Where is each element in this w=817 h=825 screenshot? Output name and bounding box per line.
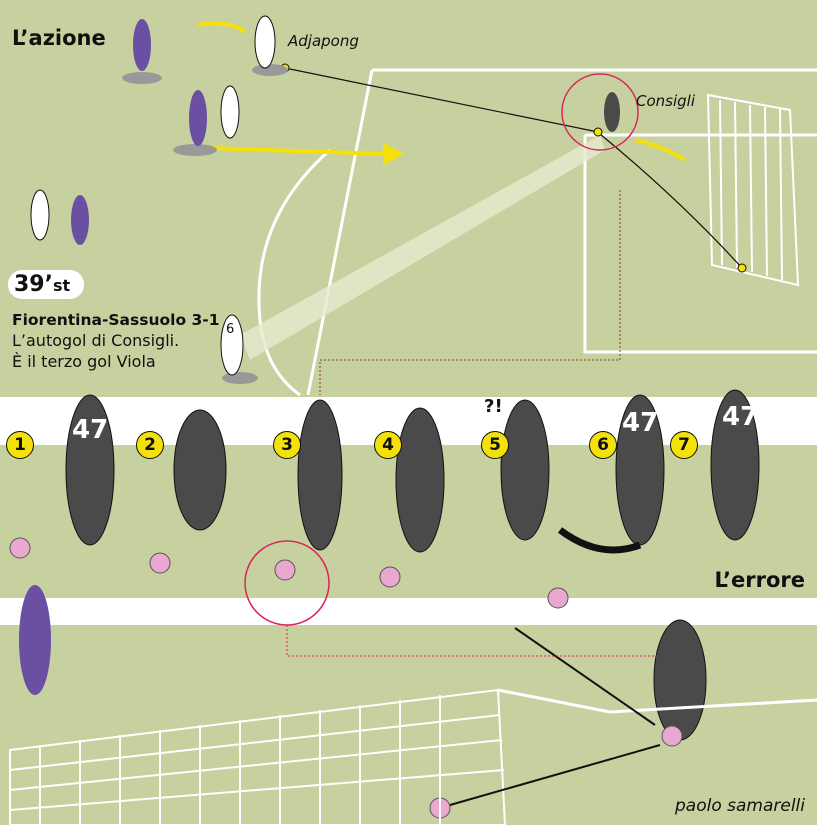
period: st — [52, 276, 71, 295]
ball-marker — [737, 263, 747, 273]
step-3: 3 — [273, 431, 301, 459]
goal-top — [706, 93, 800, 287]
reaction-mark: ?! — [484, 396, 503, 417]
description: L’autogol di Consigli. È il terzo gol Vi… — [12, 330, 179, 372]
highlight-circle — [561, 73, 639, 151]
connector-line — [286, 625, 660, 657]
turn-arrow — [557, 527, 642, 554]
step-2: 2 — [136, 431, 164, 459]
minute: 39’ — [14, 272, 53, 297]
attacker-label: Adjapong — [288, 32, 359, 50]
pitch-lines — [257, 68, 817, 397]
step-5: 5 — [481, 431, 509, 459]
description-line-1: L’autogol di Consigli. — [12, 331, 180, 350]
jersey-number: 47 — [72, 415, 109, 445]
deflection-line — [514, 627, 656, 726]
viola-player — [19, 585, 51, 695]
error-label: L’errore — [714, 568, 805, 592]
ball-trajectory — [599, 133, 743, 269]
goal-bottom — [9, 688, 817, 825]
balls — [9, 537, 683, 819]
deflection-line — [449, 744, 661, 806]
step-7: 7 — [670, 431, 698, 459]
ball-marker — [593, 127, 603, 137]
band-bottom — [0, 598, 817, 625]
shot-cone — [240, 135, 605, 360]
connector-line — [319, 190, 621, 395]
step-6: 6 — [589, 431, 617, 459]
jersey-number: 47 — [722, 402, 759, 432]
minute-badge: 39’st — [8, 270, 85, 299]
match-score: Fiorentina-Sassuolo 3-1 — [12, 311, 220, 329]
author-credit: paolo samarelli — [674, 796, 805, 816]
jersey-number: 47 — [622, 408, 659, 438]
step-4: 4 — [374, 431, 402, 459]
pass-line — [284, 67, 599, 133]
description-line-2: È il terzo gol Viola — [12, 352, 156, 371]
goalkeeper-label: Consigli — [636, 92, 695, 110]
keeper-sequence — [65, 389, 760, 741]
step-1: 1 — [6, 431, 34, 459]
viola-jersey-number: 6 — [226, 322, 235, 337]
movement-arrows — [197, 21, 687, 166]
section-title: L’azione — [12, 26, 106, 50]
players-top — [30, 15, 620, 384]
